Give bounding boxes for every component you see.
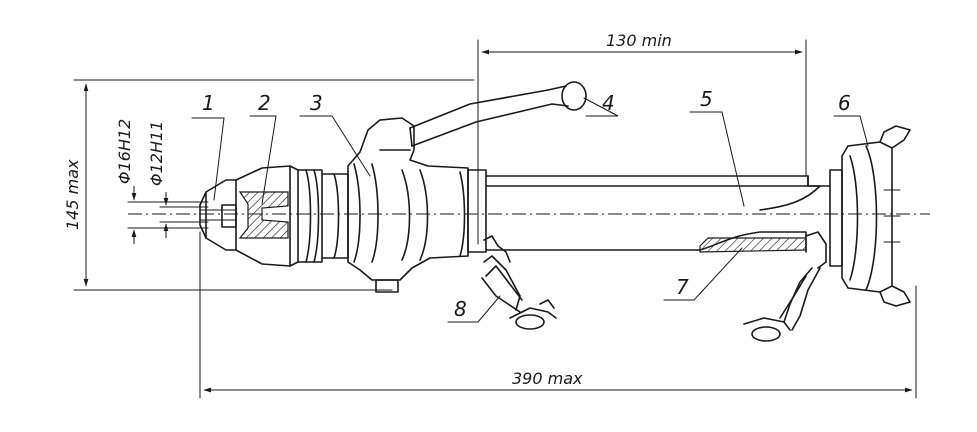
leader-lines xyxy=(191,97,869,323)
coupling-head xyxy=(829,125,911,307)
dim-145-label: 145 max xyxy=(63,159,82,230)
dim-130-label: 130 min xyxy=(606,31,672,50)
callout-7: 7 xyxy=(676,275,689,299)
dim-bores xyxy=(127,186,209,244)
callout-3: 3 xyxy=(310,91,323,115)
nozzle-tip xyxy=(199,179,237,251)
callout-2: 2 xyxy=(258,91,271,115)
callout-4: 4 xyxy=(602,91,615,115)
clamp-right xyxy=(743,231,827,342)
dim-bore-inner-label: Φ12H11 xyxy=(147,121,166,186)
dim-390 xyxy=(199,231,917,399)
dim-390-label: 390 max xyxy=(512,369,583,388)
barrel-tube xyxy=(467,169,831,253)
callout-6: 6 xyxy=(838,91,851,115)
clamp-left xyxy=(481,235,557,330)
inner-liner xyxy=(699,237,807,253)
valve-body xyxy=(347,117,469,293)
dim-bore-outer-label: Φ16H12 xyxy=(115,119,134,184)
callout-8: 8 xyxy=(454,297,467,321)
dim-145 xyxy=(73,79,475,291)
callout-5: 5 xyxy=(700,87,713,111)
dim-130 xyxy=(477,39,807,245)
callout-1: 1 xyxy=(202,91,215,115)
nozzle-body xyxy=(235,165,349,267)
lever-handle xyxy=(409,81,587,147)
